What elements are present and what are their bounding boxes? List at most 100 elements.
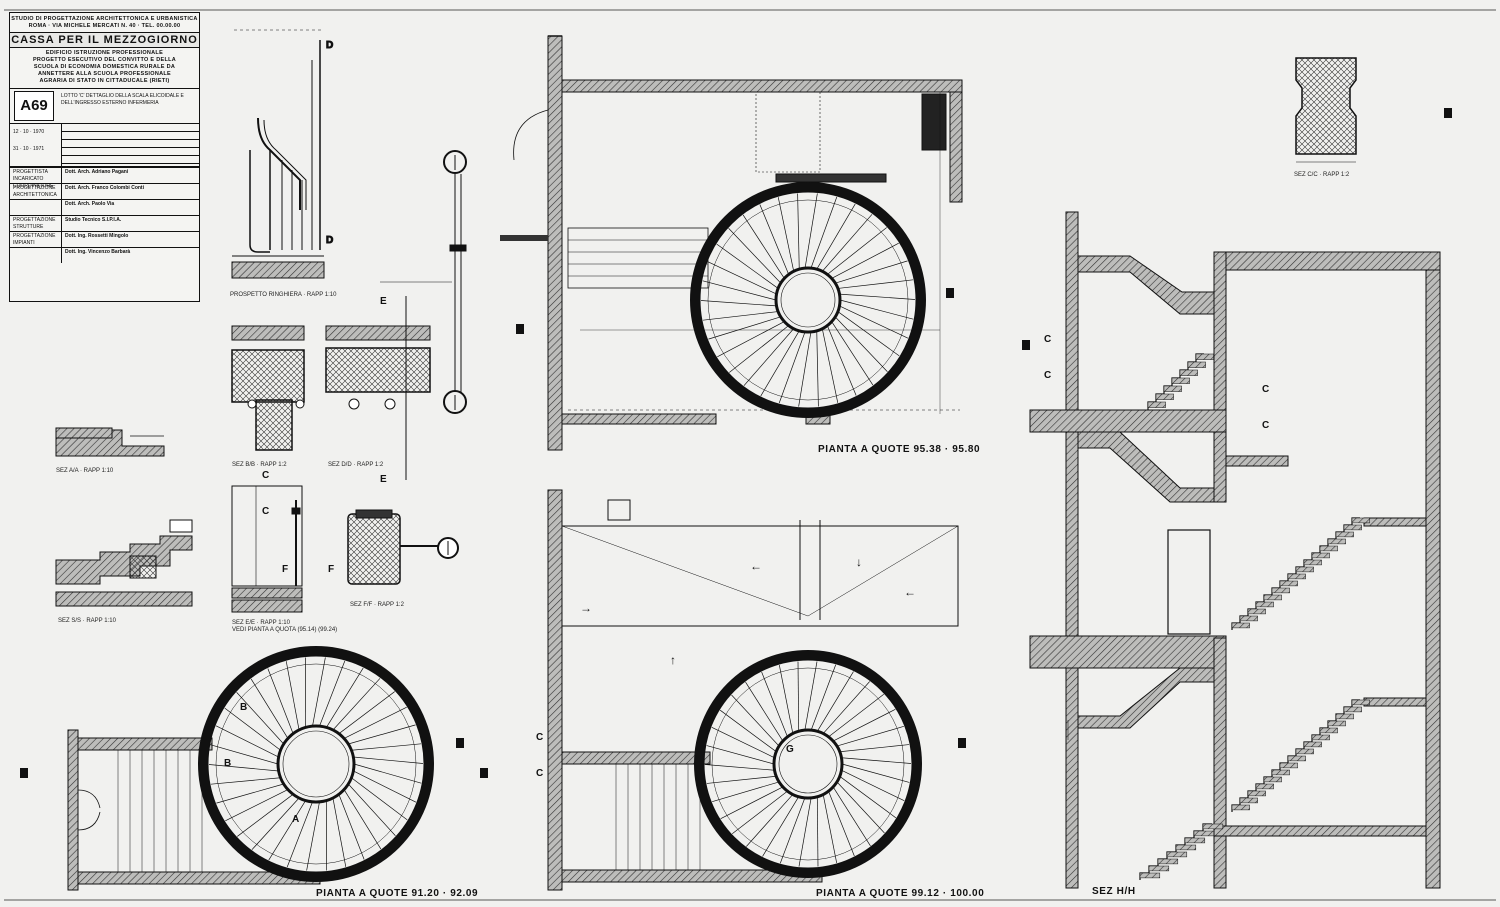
- stair-step: [1139, 872, 1161, 879]
- plan-lower-middle: → ↑ ← ↓ ←: [547, 489, 959, 891]
- section-hh-steps: [1139, 353, 1370, 880]
- stair-inner-edge: [699, 191, 917, 409]
- stair-tread: [332, 797, 347, 867]
- stair-tread: [215, 725, 279, 758]
- stair-tread: [832, 709, 896, 742]
- stair-handrail: [711, 667, 905, 861]
- label-pianta-3: PIANTA A QUOTE 99.12 · 100.00: [816, 888, 984, 899]
- stair-tread: [210, 744, 279, 765]
- stair-tread: [732, 790, 788, 835]
- stair-tread: [326, 667, 364, 728]
- stair-tread: [236, 692, 284, 745]
- svg-text:↑: ↑: [670, 653, 676, 667]
- label-sez-ee: SEZ E/E · RAPP 1:10: [232, 620, 291, 626]
- spiral-stair-lower-left: [198, 646, 434, 882]
- mark-e-top: E: [380, 296, 387, 307]
- credit-name: Studio Tecnico S.I.P.I.A.: [65, 217, 122, 223]
- label-sez-ff: SEZ F/F · RAPP 1:2: [350, 602, 405, 608]
- stair-tread: [338, 691, 395, 734]
- mark-d-top: D: [326, 40, 334, 51]
- stair-step: [1175, 844, 1197, 851]
- stair-tread: [251, 797, 300, 850]
- stair-core: [774, 266, 842, 334]
- stair-tread: [224, 707, 281, 751]
- stair-tread: [834, 316, 888, 372]
- stair-tread: [835, 260, 908, 284]
- credit-role: PROGETTISTA INCARICATO COORDINATORE: [10, 168, 62, 189]
- stair-tread: [841, 757, 912, 764]
- label-pianta-1: PIANTA A QUOTE 95.38 · 95.80: [818, 444, 980, 455]
- stair-tread: [208, 764, 279, 772]
- stair-tread: [821, 328, 839, 403]
- stair-tread: [351, 777, 408, 821]
- stair-step: [1239, 615, 1258, 622]
- stair-step: [1231, 804, 1250, 811]
- stair-tread: [306, 801, 320, 871]
- credit-name: Dott. Ing. Rossetti Mingolo: [65, 233, 129, 239]
- stair-tread: [821, 214, 873, 272]
- stair-step: [1263, 776, 1282, 783]
- stair-tread: [225, 789, 289, 822]
- stair-step: [1271, 587, 1290, 594]
- stair-tread: [760, 330, 800, 397]
- section-dd: E E: [325, 296, 431, 485]
- label-sez-dd: SEZ D/D · RAPP 1:2: [328, 462, 384, 468]
- stair-tread: [286, 801, 313, 868]
- mark-c-7: C: [536, 732, 544, 743]
- stair-step: [1247, 608, 1266, 615]
- railing-elevation: D D: [231, 29, 334, 279]
- stair-tread: [810, 196, 838, 269]
- stair-step: [1255, 783, 1274, 790]
- stair-step: [1195, 353, 1214, 360]
- stair-tread: [706, 745, 775, 765]
- stair-step: [1351, 699, 1370, 706]
- stair-tread: [353, 770, 417, 803]
- stair-tread: [836, 781, 885, 834]
- stair-tread: [351, 743, 422, 751]
- project-line-4: AGRARIA DI STATO IN CITTADUCALE (RIETI): [39, 78, 170, 84]
- stair-tread: [702, 311, 779, 321]
- stair-tread: [839, 776, 897, 819]
- stair-tread: [706, 775, 777, 784]
- handrail-fixing-detail: [380, 150, 467, 414]
- label-prospetto: PROSPETTO RINGHIERA · RAPP 1:10: [230, 292, 337, 298]
- svg-text:←: ←: [750, 559, 762, 573]
- project-line-2: SCUOLA DI ECONOMIA DOMESTICA RURALE DA: [33, 64, 176, 70]
- stair-tread: [712, 781, 780, 803]
- stair-step: [1351, 517, 1370, 524]
- stair-tread: [745, 681, 784, 742]
- stair-step: [1319, 545, 1338, 552]
- stair-step: [1202, 823, 1224, 830]
- stair-tread: [250, 678, 289, 739]
- stair-step: [1303, 741, 1322, 748]
- credit-role: PROGETTAZIONE STRUTTURE: [10, 216, 62, 231]
- stair-outer-wall: [690, 182, 926, 418]
- stair-tread: [210, 777, 281, 785]
- stair-step: [1179, 369, 1198, 376]
- stair-tread: [759, 204, 790, 275]
- plan-lower-left: A A B B: [67, 702, 321, 891]
- credit-name: Dott. Arch. Adriano Pagani: [65, 169, 129, 175]
- label-sez-ss: SEZ S/S · RAPP 1:10: [58, 618, 117, 624]
- section-ss: [55, 519, 193, 607]
- stair-tread: [839, 299, 914, 320]
- svg-text:↓: ↓: [856, 555, 862, 569]
- label-sez-hh: SEZ H/H: [1092, 886, 1136, 897]
- stair-tread: [839, 305, 909, 339]
- svg-text:←: ←: [904, 585, 916, 599]
- stair-step: [1279, 580, 1298, 587]
- stair-step: [1335, 531, 1354, 538]
- stair-step: [1187, 361, 1206, 368]
- stair-tread: [348, 724, 416, 745]
- stair-tread: [837, 311, 900, 357]
- stair-step: [1287, 755, 1306, 762]
- stair-core: [276, 724, 356, 804]
- stair-tread: [268, 800, 306, 861]
- stair-tread: [837, 279, 914, 289]
- stair-tread: [729, 325, 789, 373]
